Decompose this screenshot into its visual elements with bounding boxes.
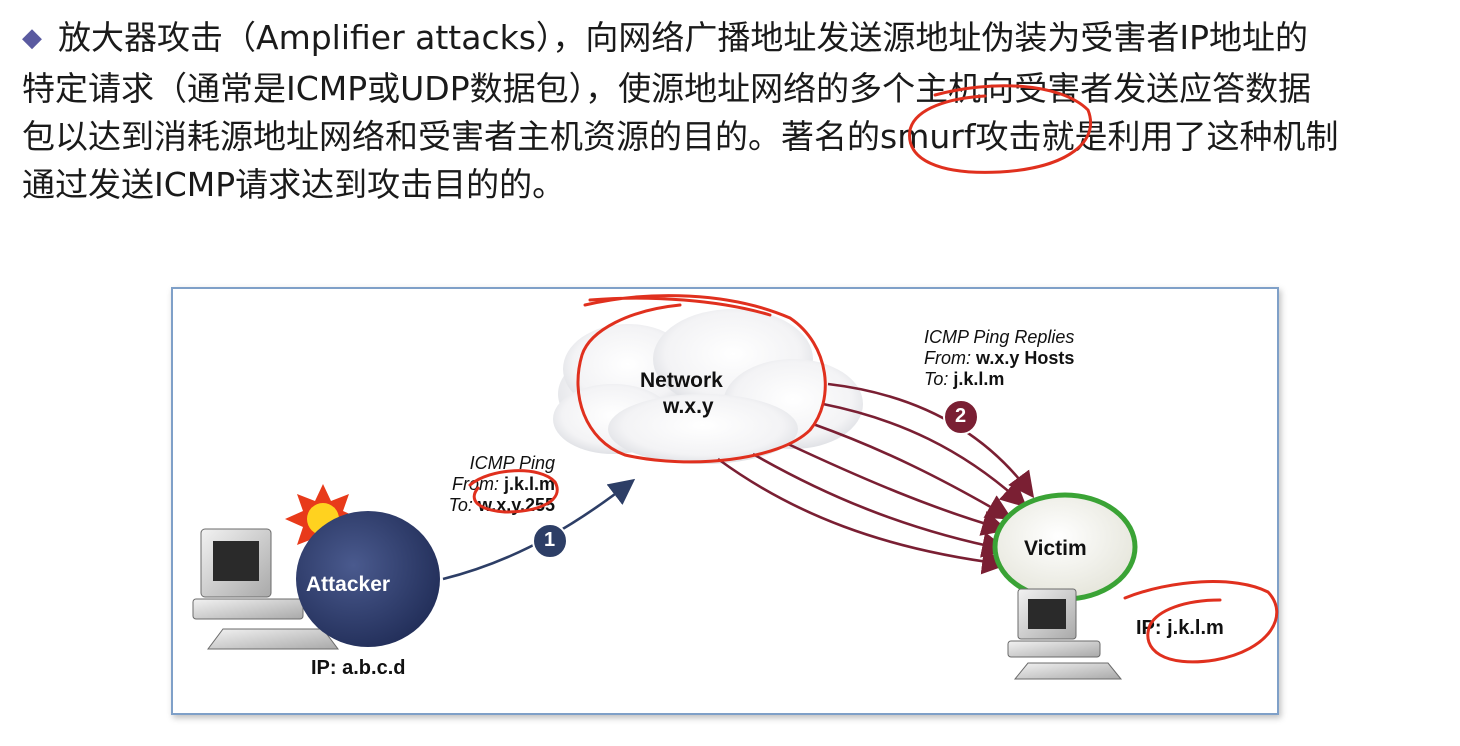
network-title: Network bbox=[640, 369, 723, 392]
victim-computer-icon bbox=[1007, 588, 1123, 680]
smurf-attack-diagram: Network w.x.y Attacker IP: a.b.c.d Victi… bbox=[171, 287, 1279, 715]
reply-arrow-5 bbox=[752, 452, 1009, 558]
step-2-from-label: From: bbox=[924, 348, 971, 368]
step-1-badge bbox=[532, 523, 568, 559]
reply-arrow-2 bbox=[822, 402, 1027, 508]
step-1-number: 1 bbox=[544, 529, 556, 551]
step-2-caption: ICMP Ping Replies From: w.x.y Hosts To: … bbox=[924, 327, 1074, 390]
diamond-bullet-icon: ◆ bbox=[22, 23, 42, 53]
paragraph-line-1: ◆ 放大器攻击（Amplifier attacks），向网络广播地址发送源地址伪装… bbox=[22, 14, 1442, 65]
step-1-title: ICMP Ping bbox=[469, 453, 555, 473]
step-1-to-label: To: bbox=[448, 495, 473, 515]
step-2-title: ICMP Ping Replies bbox=[924, 327, 1075, 347]
paragraph-line-1-text: 放大器攻击（Amplifier attacks），向网络广播地址发送源地址伪装为… bbox=[58, 18, 1309, 57]
step-1-from-value: j.k.l.m bbox=[503, 474, 555, 494]
paragraph-line-4: 通过发送ICMP请求达到攻击目的的。 bbox=[22, 165, 566, 204]
attacker-ip: IP: a.b.c.d bbox=[311, 657, 406, 679]
paragraph-line-2: 特定请求（通常是ICMP或UDP数据包），使源地址网络的多个主机向受害者发送应答… bbox=[22, 69, 1312, 108]
step-2-from-value: w.x.y Hosts bbox=[976, 348, 1075, 368]
step-1-to-value: w.x.y.255 bbox=[477, 495, 555, 515]
victim-ip: IP: j.k.l.m bbox=[1136, 617, 1224, 639]
network-address: w.x.y bbox=[663, 395, 714, 418]
step-2-badge bbox=[943, 399, 979, 435]
reply-arrow-3 bbox=[812, 422, 1013, 520]
step-2-to-value: j.k.l.m bbox=[953, 369, 1005, 389]
attacker-computer-icon bbox=[192, 528, 339, 650]
reply-arrow-6 bbox=[717, 457, 1009, 575]
paragraph-line-3: 包以达到消耗源地址网络和受害者主机资源的目的。著名的smurf攻击就是利用了这种… bbox=[22, 117, 1339, 156]
step-2-to-label: To: bbox=[924, 369, 949, 389]
attacker-node bbox=[296, 511, 440, 647]
victim-label: Victim bbox=[1024, 537, 1087, 560]
step-1-caption: ICMP Ping From: j.k.l.m To: w.x.y.255 bbox=[405, 453, 555, 516]
step-1-from-label: From: bbox=[451, 474, 499, 494]
step-2-number: 2 bbox=[955, 405, 967, 427]
description-paragraph: ◆ 放大器攻击（Amplifier attacks），向网络广播地址发送源地址伪装… bbox=[22, 14, 1442, 209]
diagram-graphics bbox=[192, 309, 1138, 680]
attacker-label: Attacker bbox=[306, 573, 391, 596]
